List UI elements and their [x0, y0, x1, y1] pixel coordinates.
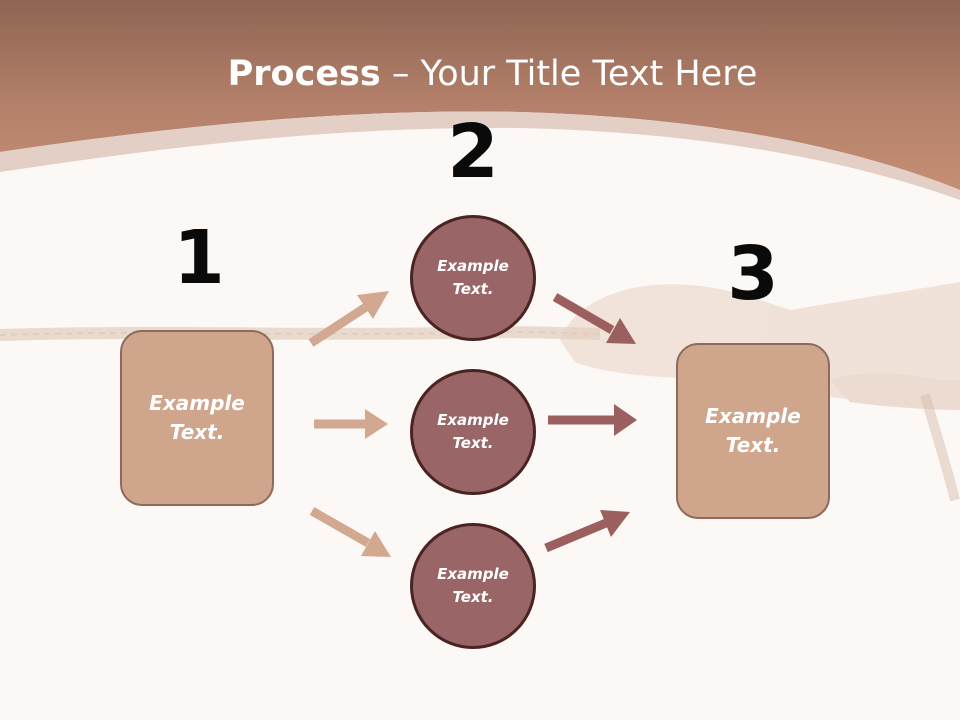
circle-bottom-text: Example Text.: [437, 565, 509, 606]
title-rest: – Your Title Text Here: [380, 54, 758, 94]
title-bold: Process: [227, 54, 381, 94]
right-box-text: Example Text.: [705, 404, 801, 457]
step-number-1: 1: [173, 215, 225, 301]
circle-top: Example Text.: [410, 215, 536, 341]
header-band: [0, 0, 960, 190]
left-box-text: Example Text.: [149, 391, 245, 444]
circle-middle: Example Text.: [410, 369, 536, 495]
left-box: Example Text.: [120, 330, 274, 506]
right-box: Example Text.: [676, 343, 830, 519]
slide-title: Process – Your Title Text Here: [0, 52, 960, 96]
header-arc: [0, 111, 960, 200]
circle-middle-text: Example Text.: [437, 411, 509, 452]
circle-top-text: Example Text.: [437, 257, 509, 298]
step-number-2: 2: [447, 109, 499, 195]
circle-bottom: Example Text.: [410, 523, 536, 649]
step-number-3: 3: [727, 231, 779, 317]
